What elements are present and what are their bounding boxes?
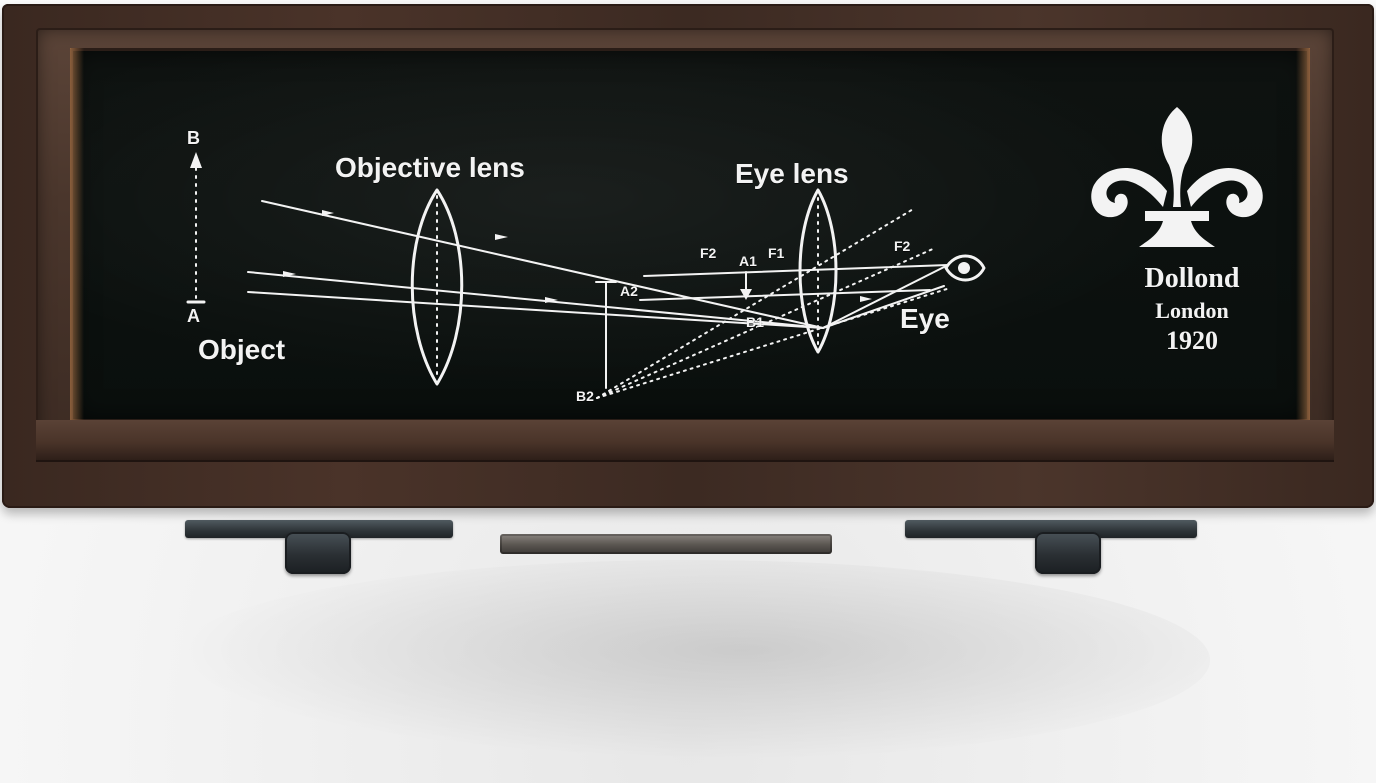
objective-lens-shape xyxy=(410,188,464,386)
brand-block: Dollond London 1920 xyxy=(1092,262,1292,356)
eye-lens-shape xyxy=(798,188,838,354)
a2-label: A2 xyxy=(620,283,638,299)
brand-city: London xyxy=(1155,298,1229,323)
f1-label: F1 xyxy=(768,245,785,261)
virtual-rays xyxy=(596,207,951,399)
a1-label: A1 xyxy=(739,253,757,269)
box-shadow xyxy=(170,560,1210,760)
object-arrow xyxy=(186,152,206,304)
final-rays xyxy=(822,264,949,329)
object-label: Object xyxy=(198,334,286,365)
eye-icon xyxy=(944,254,986,282)
f2-right-label: F2 xyxy=(894,238,911,254)
lid-frame-ledge xyxy=(36,420,1334,462)
latch-right[interactable] xyxy=(1035,532,1101,574)
glass-edge-right xyxy=(1296,48,1310,422)
image-lines xyxy=(595,271,752,389)
hinge-right xyxy=(905,520,1197,538)
main-rays xyxy=(247,200,949,329)
hinge-left xyxy=(185,520,453,538)
brass-plaque xyxy=(500,534,832,554)
point-b-label: B xyxy=(187,128,200,148)
latch-left[interactable] xyxy=(285,532,351,574)
brand-year: 1920 xyxy=(1166,326,1218,355)
brand-name: Dollond xyxy=(1144,263,1240,294)
eye-label: Eye xyxy=(900,303,950,334)
b2-label: B2 xyxy=(576,388,594,404)
objective-lens-label: Objective lens xyxy=(335,152,525,183)
point-a-label: A xyxy=(187,306,200,326)
eye-lens-label: Eye lens xyxy=(735,158,849,189)
f2-left-label: F2 xyxy=(700,245,717,261)
b1-label: B1 xyxy=(746,314,764,330)
fleur-de-lis-icon xyxy=(1091,107,1263,247)
glass-edge-left xyxy=(70,48,84,422)
glass-panel xyxy=(70,48,1310,422)
